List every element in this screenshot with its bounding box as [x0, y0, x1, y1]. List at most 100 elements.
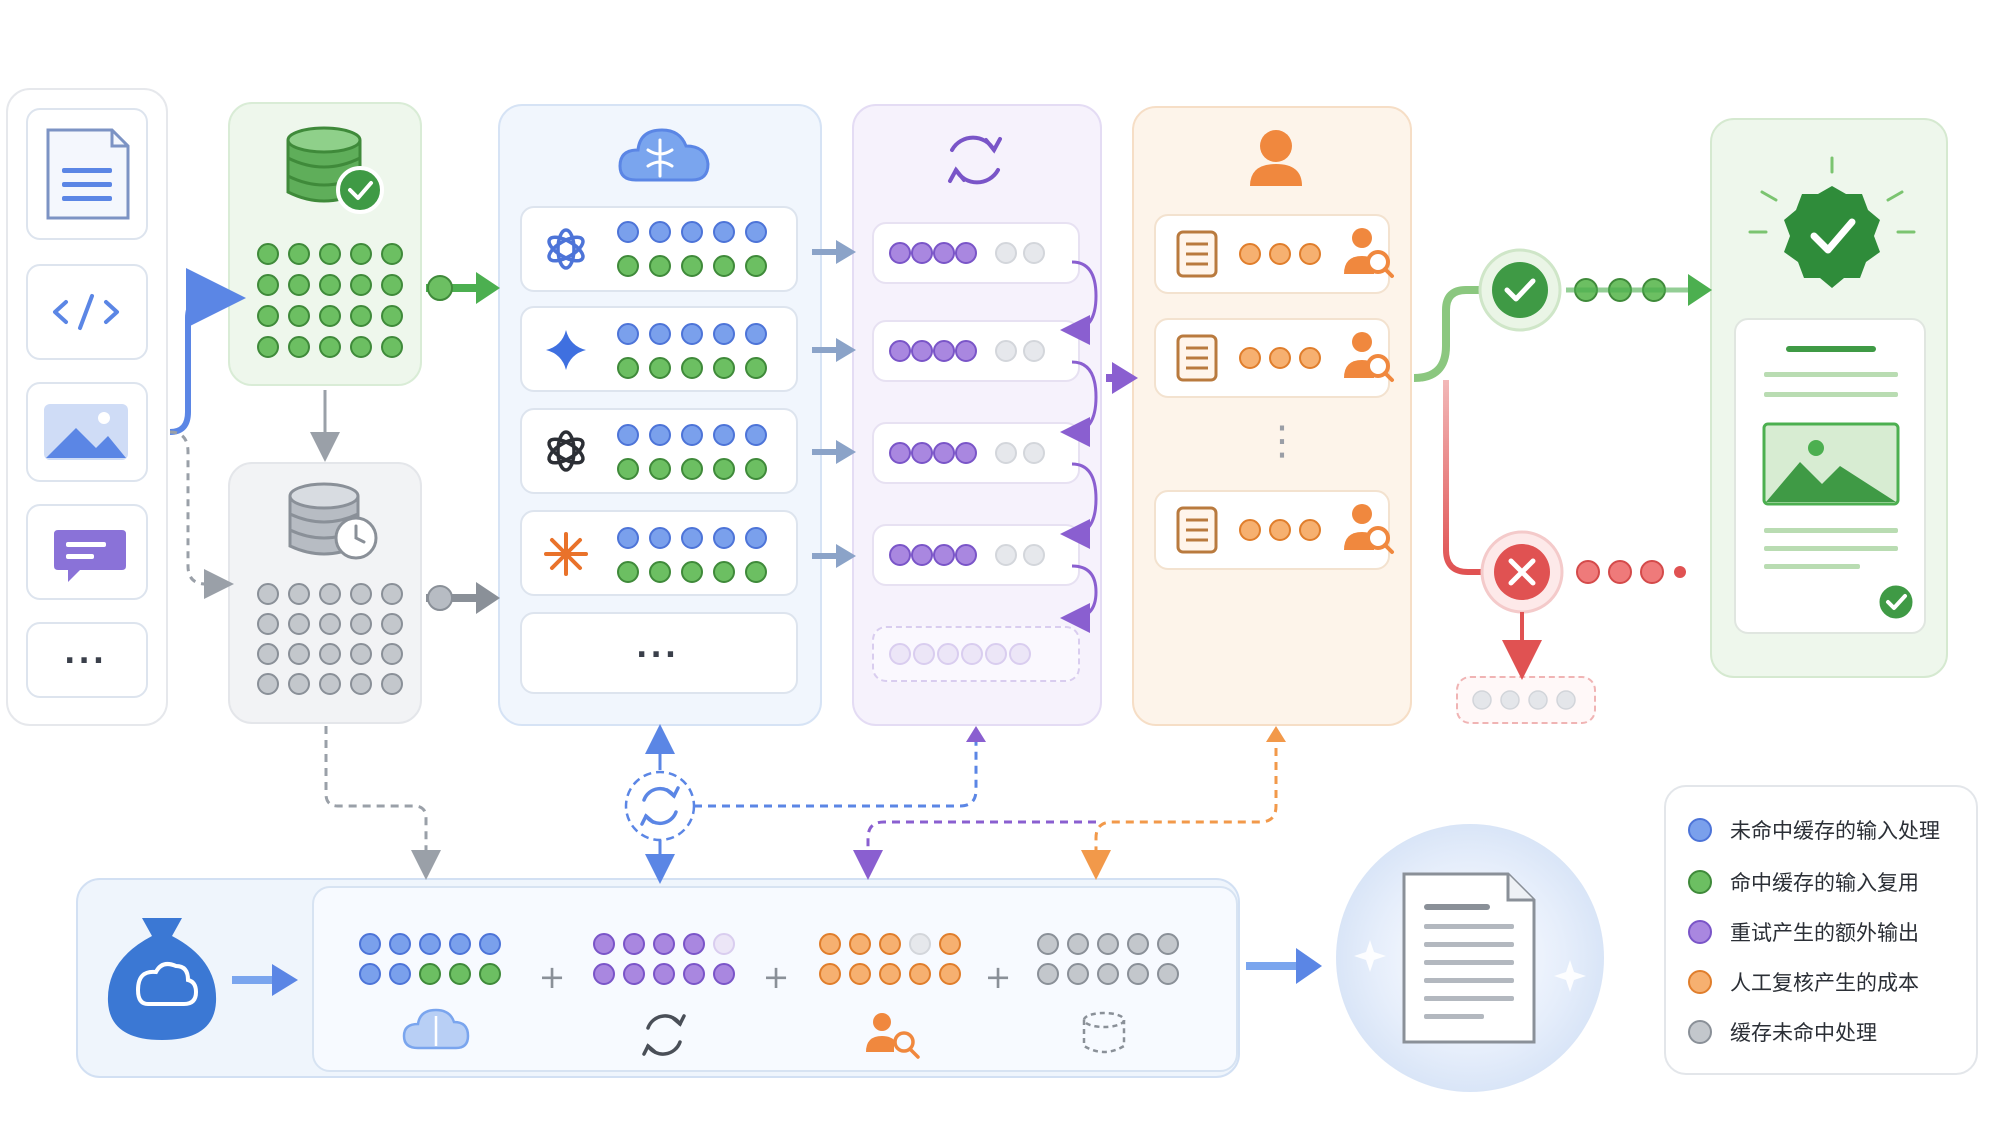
cost-token: [713, 963, 735, 985]
model-input-token: [713, 323, 735, 345]
cost-token: [359, 933, 381, 955]
cache-hit-token: [257, 274, 279, 296]
magnifier-lens: [1366, 526, 1390, 550]
review-to-fail-connector: [1443, 380, 1484, 575]
model-cached-token: [681, 357, 703, 379]
cost-token: [1157, 963, 1179, 985]
legend-label: 未命中缓存的输入处理: [1730, 819, 1940, 843]
cache-miss-token: [257, 673, 279, 695]
verified-badge-icon: [1748, 156, 1916, 288]
legend-item-uncached-input: 未命中缓存的输入处理: [1688, 815, 1940, 845]
cache-hit-token: [319, 336, 341, 358]
review-cost-token: [1239, 519, 1261, 541]
review-cost-token: [1269, 519, 1291, 541]
retry-pending-token: [1023, 442, 1045, 464]
model-cached-token: [745, 357, 767, 379]
retry-pending-token: [995, 242, 1017, 264]
review-to-cost-connector: [1081, 734, 1278, 880]
cache-miss-token: [381, 673, 403, 695]
model-input-token: [649, 527, 671, 549]
model-cached-token: [713, 561, 735, 583]
retry-loop-arrows: [1060, 260, 1098, 633]
model-cached-token: [681, 561, 703, 583]
openai-black-icon: [547, 430, 585, 472]
retry-output-token: [889, 242, 911, 264]
cost-token: [653, 933, 675, 955]
model-to-retry-arrows: [812, 240, 856, 568]
cache-miss-token-grid: [257, 583, 403, 695]
cost-token: [653, 963, 675, 985]
money-bag-icon: [107, 918, 217, 1040]
fail-pending-dots: [1472, 690, 1576, 710]
model-input-token: [745, 323, 767, 345]
cost-token: [1157, 933, 1179, 955]
cost-term-database-icon: [1082, 1011, 1126, 1054]
cost-to-report-arrow: [1246, 948, 1322, 984]
cache-hit-token: [288, 243, 310, 265]
model-to-retry-arrowhead: [836, 338, 856, 362]
cache-miss-token: [319, 613, 341, 635]
retry-to-cost-connector: [853, 820, 1096, 880]
cost-token: [879, 933, 901, 955]
cache-miss-token: [288, 613, 310, 635]
model-input-token: [713, 424, 735, 446]
cost-token: [879, 963, 901, 985]
model-cached-token: [681, 255, 703, 277]
cache-hit-token: [381, 336, 403, 358]
model-input-token: [649, 221, 671, 243]
review-panel: [1132, 106, 1412, 726]
model-input-token: [649, 424, 671, 446]
retry-output-token: [889, 544, 911, 566]
cost-token: [449, 933, 471, 955]
model-input-token: [617, 424, 639, 446]
success-token-arrow: [1566, 274, 1712, 306]
plus-sign-2: +: [763, 958, 790, 996]
model-input-token: [617, 527, 639, 549]
model-input-token: [681, 323, 703, 345]
review-cost-token: [1269, 347, 1291, 369]
retry-loop-arrow: [1060, 360, 1098, 447]
review-up-arrowhead: [1266, 726, 1286, 742]
retry-up-arrowhead: [966, 726, 986, 742]
retry-loop-arrow: [1060, 564, 1098, 633]
model-cached-token: [617, 458, 639, 480]
model-to-retry-arrowhead: [836, 440, 856, 464]
cache-hit-token: [257, 243, 279, 265]
review-rows: [1176, 228, 1394, 554]
cache-hit-token: [257, 336, 279, 358]
retry-placeholder-token: [961, 643, 983, 665]
legend-item-cache-miss: 缓存未命中处理: [1688, 1017, 1877, 1047]
model-input-token: [745, 527, 767, 549]
cost-term-cloud-brain-icon: [402, 1008, 470, 1050]
cache-hit-token-grid: [257, 243, 403, 358]
review-row: [1176, 228, 1394, 278]
model-card-1[interactable]: [520, 206, 798, 292]
sync-icon: [624, 770, 696, 842]
cache-hit-token: [319, 305, 341, 327]
retry-output-token: [933, 442, 955, 464]
input-to-cache-hit-connector: [169, 268, 246, 435]
cache-miss-token: [319, 643, 341, 665]
reviewer-head: [1352, 504, 1372, 524]
cache-miss-token: [350, 643, 372, 665]
image-icon: [44, 404, 128, 460]
model-input-token: [681, 527, 703, 549]
asterisk-icon: [544, 532, 588, 576]
model-cached-token: [649, 561, 671, 583]
cost-token: [1127, 963, 1149, 985]
retry-output-token: [955, 242, 977, 264]
retry-output-token: [955, 442, 977, 464]
legend-dot-orange: [1688, 970, 1712, 994]
review-row: [1176, 332, 1394, 382]
cost-token: [1037, 963, 1059, 985]
review-cost-token: [1299, 519, 1321, 541]
legend-label: 重试产生的额外输出: [1730, 921, 1919, 945]
model-card-more[interactable]: [520, 612, 798, 694]
retry-output-token: [933, 242, 955, 264]
cost-token: [419, 963, 441, 985]
retry-placeholder-token: [1009, 643, 1031, 665]
cost-token: [1097, 933, 1119, 955]
input-card-more[interactable]: [26, 622, 148, 698]
legend-label: 缓存未命中处理: [1730, 1021, 1877, 1045]
cost-token: [713, 933, 735, 955]
